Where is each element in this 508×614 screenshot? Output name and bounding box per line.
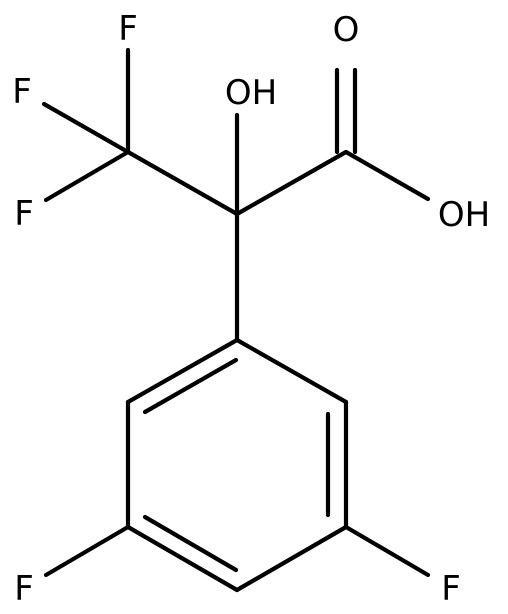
fluorine-left-label: F xyxy=(12,72,32,112)
bond-ring-f-right xyxy=(343,524,431,578)
ring-bond-top-left-inner xyxy=(142,357,239,415)
bond-carboxyl-oh xyxy=(343,149,431,202)
fluorine-top-label: F xyxy=(118,9,138,49)
hydroxyl-label: OH xyxy=(225,73,277,113)
carbonyl-oxygen-label: O xyxy=(333,10,360,50)
bond-cf3-central xyxy=(125,149,240,217)
ring-bond-top-right xyxy=(234,337,349,405)
ring-bond-bottom-right xyxy=(234,524,349,593)
bond-cf3-f-left xyxy=(41,101,131,155)
bond-cf3-f-lower xyxy=(43,149,131,203)
bond-central-carboxyl xyxy=(234,149,349,217)
ring-bond-top-left xyxy=(125,337,240,405)
acid-hydroxyl-label: OH xyxy=(438,195,490,235)
ring-bond-bottom-left-inner xyxy=(142,514,239,573)
ring-fluorine-right-label: F xyxy=(441,569,461,609)
ring-fluorine-left-label: F xyxy=(14,569,34,609)
atom-labels: F F F OH O OH F F xyxy=(12,9,490,609)
fluorine-lower-label: F xyxy=(14,194,34,234)
ring-bond-bottom-left xyxy=(125,524,240,593)
bond-ring-f-left xyxy=(43,524,131,578)
bonds xyxy=(41,47,431,593)
